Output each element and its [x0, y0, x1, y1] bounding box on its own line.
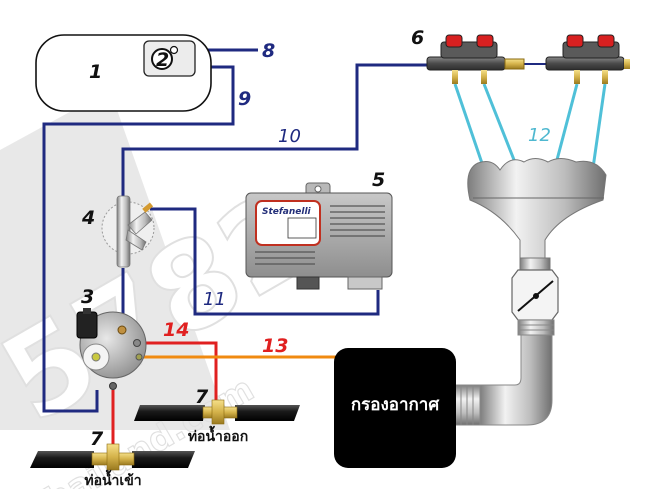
- label-3: 3: [81, 286, 94, 308]
- water-hose-in: ท่อน้ำเข้า: [30, 443, 195, 489]
- ecu-connector-aux: [347, 276, 383, 290]
- vacuum-lines: [111, 341, 218, 446]
- hose-segment-right: [235, 405, 300, 421]
- water-tee-out-stem: [211, 399, 225, 425]
- water-in-label: ท่อน้ำเข้า: [84, 469, 141, 489]
- ecu-vents: [255, 205, 385, 265]
- label-7-out: 7: [195, 386, 209, 408]
- label-10: 10: [278, 126, 301, 147]
- filter-branch-upper: [127, 211, 153, 235]
- label-7-in: 7: [90, 428, 104, 450]
- rail-body: [426, 56, 506, 71]
- throttle-bellows: [517, 319, 555, 336]
- reducer-solenoid: [76, 311, 98, 339]
- water-out-label: ท่อน้ำออก: [188, 425, 248, 445]
- rail-body: [545, 56, 625, 71]
- number-labels: 1 2 3 4 5 6 7 7 8 9 10 11 12 13 14: [81, 27, 551, 450]
- throttle-pivot: [533, 293, 539, 299]
- label-4: 4: [81, 207, 95, 229]
- ecu-display: [287, 217, 317, 239]
- line-14: [140, 341, 218, 403]
- manifold-runners: [467, 158, 607, 263]
- label-5: 5: [372, 169, 385, 191]
- watermark-shape: [0, 90, 230, 430]
- gas-lines: [42, 48, 546, 413]
- injector-coil-1: [445, 34, 463, 48]
- injector-coil-4: [597, 34, 615, 48]
- reducer-vacuum-port: [133, 339, 141, 347]
- manifold-collar: [519, 257, 551, 271]
- injector-rail-right: [545, 34, 630, 84]
- air-filter-box: [334, 348, 456, 468]
- hose-4: [590, 83, 607, 176]
- injector-coil-2: [476, 34, 494, 48]
- solenoid-cap: [83, 308, 91, 314]
- lpg-tank: [35, 34, 212, 112]
- reducer-inlet-center: [91, 352, 101, 362]
- ecu-brand: Stefanelli: [262, 207, 312, 217]
- rail-brass-fitting: [504, 58, 525, 70]
- reducer-water-port: [109, 382, 117, 390]
- injector-rail-left: [426, 34, 525, 84]
- reducer-outlet: [117, 325, 127, 335]
- filter-brass-nipple: [142, 202, 154, 213]
- air-filter-label: กรองอากาศ: [351, 395, 441, 415]
- reducer-map-port: [135, 353, 143, 361]
- multivalve-icon: [151, 48, 173, 70]
- hose-segment-left: [134, 405, 205, 421]
- ecu-connector-main: [296, 276, 320, 290]
- gas-filter: [101, 195, 155, 268]
- hose-1: [453, 83, 488, 176]
- intake-elbow-pipe: [479, 334, 553, 426]
- hose-segment-right: [132, 451, 195, 468]
- line-9: [42, 65, 235, 413]
- air-filter: กรองอากาศ: [334, 348, 456, 468]
- hose-segment-left: [30, 451, 94, 468]
- label-9: 9: [238, 88, 251, 110]
- label-2: 2: [156, 49, 169, 71]
- label-12: 12: [528, 125, 551, 146]
- ecu-unit: Stefanelli: [245, 182, 393, 290]
- intake-manifold: [454, 158, 607, 426]
- multivalve-knob: [169, 45, 179, 55]
- ecu-mount-hole: [314, 185, 322, 193]
- reducer-vaporizer: [76, 308, 147, 390]
- label-1: 1: [89, 61, 102, 83]
- filter-branch-lower: [125, 229, 147, 251]
- line-11: [150, 207, 380, 316]
- airbox-bellows: [454, 384, 481, 426]
- nozzle-3: [574, 70, 580, 84]
- label-8: 8: [262, 40, 275, 62]
- label-14: 14: [163, 319, 189, 341]
- nozzle-1: [452, 70, 458, 84]
- line-10: [121, 63, 427, 198]
- injector-coil-3: [566, 34, 584, 48]
- label-13: 13: [262, 335, 288, 357]
- nozzle-2: [481, 70, 487, 84]
- water-hose-out: ท่อน้ำออก: [134, 399, 300, 445]
- nozzle-4: [602, 70, 608, 84]
- water-tee-in-stem: [106, 443, 120, 471]
- label-11: 11: [203, 289, 226, 310]
- rail-end-cap: [624, 59, 630, 69]
- label-6: 6: [411, 27, 424, 49]
